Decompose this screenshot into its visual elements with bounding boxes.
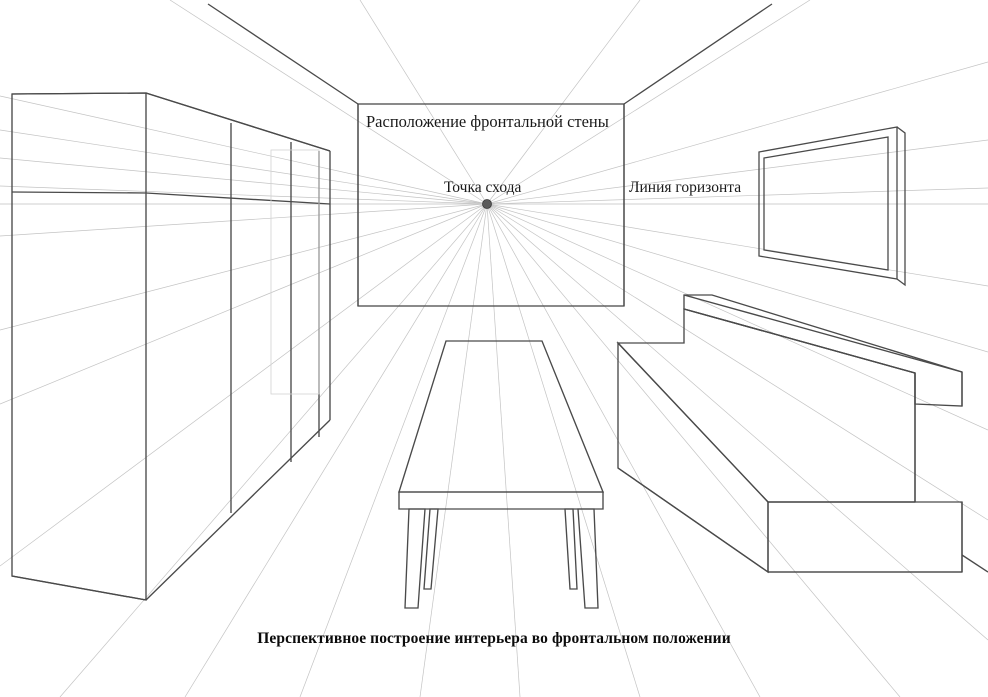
ray-bench-backrest-top: [486, 203, 988, 353]
ray-ceiling-left-up: [169, 0, 488, 205]
cabinet-top-back-edge: [145, 92, 331, 152]
ray-ceiling-right-up: [486, 0, 811, 205]
ceiling-edge-right: [623, 3, 773, 105]
ceiling-edge-left: [207, 3, 359, 105]
picture-frame-depth: [896, 126, 906, 287]
ray-bench-seat-back: [486, 203, 988, 521]
picture-frame-inner: [763, 136, 889, 271]
cabinet-plinth-front: [11, 575, 147, 601]
ray-table-left-inner: [299, 203, 488, 697]
ray-ceiling-up-right: [486, 0, 641, 205]
ray-floor-left-b: [0, 203, 488, 405]
ray-ceiling-left: [0, 95, 488, 205]
ray-lower-left: [0, 203, 488, 237]
ray-cabinet-top-left: [0, 129, 488, 205]
ray-bench-front-lower: [486, 203, 901, 697]
front-wall-label: Расположение фронтальной стены: [366, 112, 609, 131]
vanishing-point-label: Точка схода: [444, 179, 522, 196]
ray-table-centre-left: [419, 203, 488, 697]
table-leg-front-left: [404, 508, 426, 609]
wall-picture: [758, 126, 906, 287]
table-leg-front-right: [577, 508, 599, 609]
ray-table-right-inner: [486, 203, 641, 697]
ray-floor-left-c: [0, 203, 488, 567]
ray-bench-seat-front: [486, 203, 988, 641]
cabinet-ghost-rect: [270, 149, 320, 395]
ray-cabinet-shelf-left: [0, 157, 488, 205]
bench-backrest-top-ridge: [683, 294, 963, 373]
ray-bench-backrest-front: [486, 203, 988, 431]
room-shell-group: [207, 3, 773, 307]
table-leg-back-right: [564, 508, 578, 590]
ray-ceiling-right: [486, 61, 988, 205]
table-leg-back-left: [423, 508, 439, 590]
right-bench: [616, 294, 988, 574]
figure-caption: Перспективное построение интерьера во фр…: [257, 630, 731, 647]
cabinet-bottom-edge: [145, 419, 331, 601]
bench-tail-line: [961, 554, 988, 573]
ray-upper-left: [0, 185, 488, 205]
ray-floor-left-a: [0, 203, 488, 331]
cabinet-shelf-line: [11, 191, 331, 205]
vanishing-point-marker: [482, 199, 492, 209]
cabinet-ghost-panel: [270, 149, 320, 395]
centre-table: [398, 340, 605, 609]
ray-ceiling-up-left: [359, 0, 488, 205]
ray-table-left-outer: [184, 203, 488, 697]
ray-bench-front-bottom: [486, 203, 761, 697]
ray-table-centre-right: [486, 203, 521, 697]
horizon-line-label: Линия горизонта: [629, 179, 742, 196]
table-edge-band: [398, 491, 604, 510]
ray-floor-left-d: [59, 203, 488, 697]
bench-seat-front-bottom-left: [617, 467, 769, 573]
